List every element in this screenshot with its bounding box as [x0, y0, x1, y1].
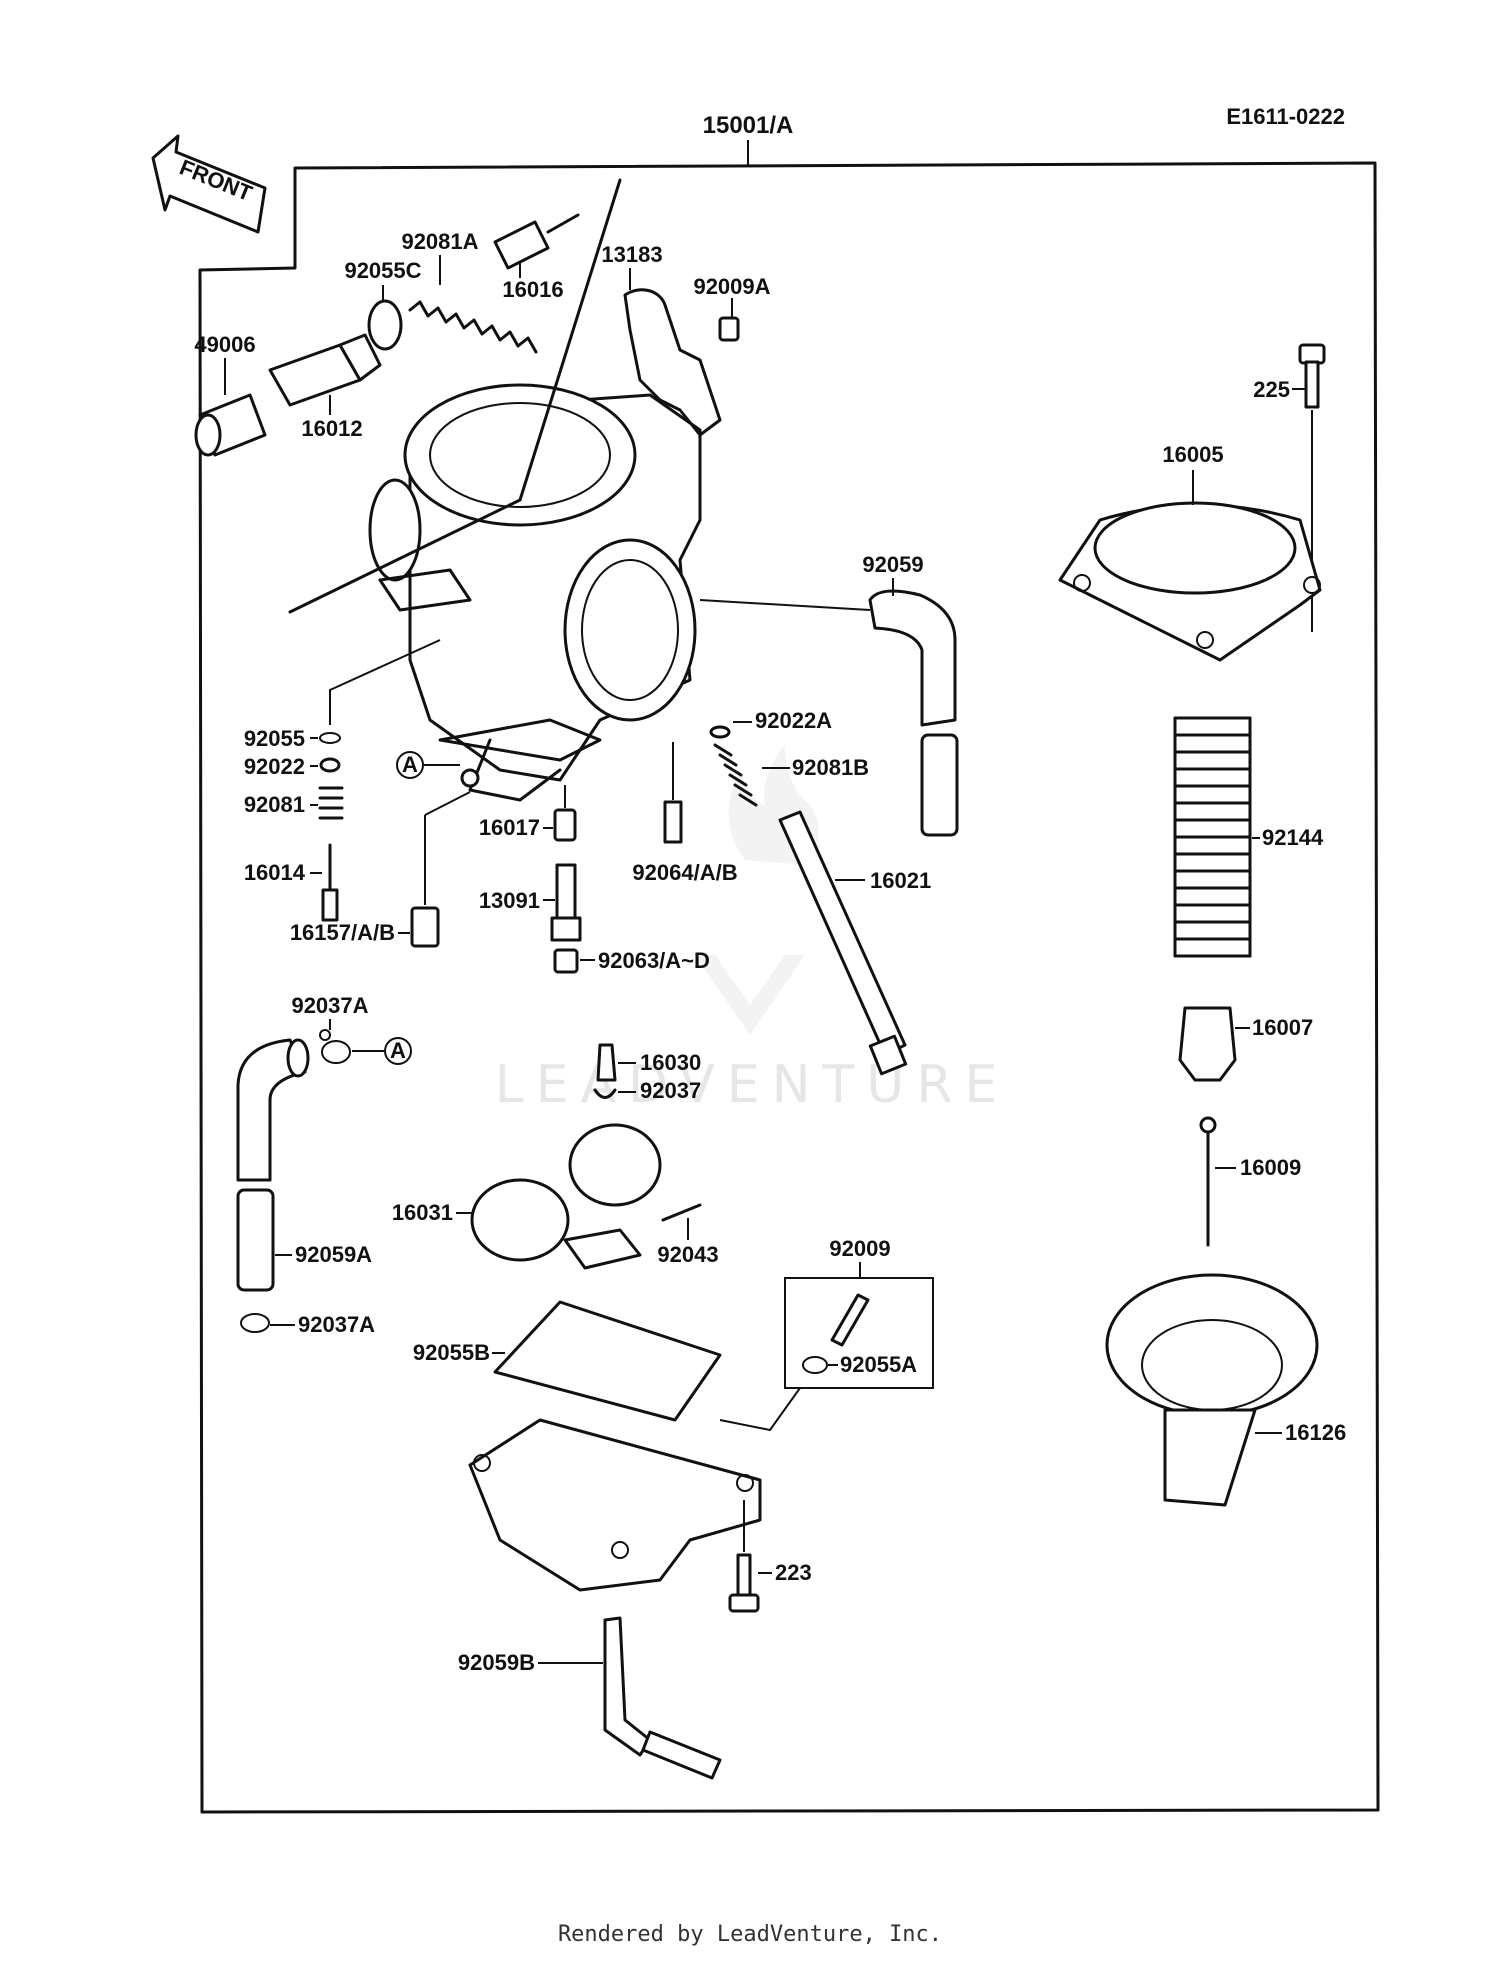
o-ring-92055c: [367, 299, 403, 351]
label-92059b: 92059B: [458, 1650, 535, 1675]
label-223: 223: [775, 1560, 812, 1585]
label-92055c: 92055C: [344, 258, 421, 283]
label-16005: 16005: [1162, 442, 1223, 467]
label-92081: 92081: [244, 792, 305, 817]
watermark-text: LEADVENTURE: [495, 1055, 1010, 1115]
label-92055: 92055: [244, 726, 305, 751]
label-16016: 16016: [502, 277, 563, 302]
needle-jet-13091: [550, 863, 582, 942]
label-16007: 16007: [1252, 1015, 1313, 1040]
label-92081b: 92081B: [792, 755, 869, 780]
clip-92037a-top: [321, 1040, 351, 1064]
drain-screw-223: [728, 1553, 760, 1613]
jet-holder-16017: [553, 808, 577, 842]
footer-credit: Rendered by LeadVenture, Inc.: [557, 1922, 943, 1947]
label-92037: 92037: [640, 1078, 701, 1103]
bolt-225: [1298, 343, 1326, 409]
diagram-code-label: E1611-0222: [1226, 104, 1345, 129]
hose-92059b: [603, 1616, 722, 1780]
washer-92022a: [709, 725, 731, 739]
spring-92081a: [408, 300, 538, 354]
clip-92037: [593, 1088, 617, 1099]
label-13183: 13183: [601, 242, 662, 267]
screw-92009a: [718, 316, 740, 342]
label-13091: 13091: [479, 888, 540, 913]
front-arrow-icon: FRONT: [151, 134, 267, 234]
label-16009: 16009: [1240, 1155, 1301, 1180]
main-jet-92063: [553, 948, 579, 974]
jet-16157: [410, 906, 440, 948]
spring-92081b: [713, 743, 758, 807]
hose-92059: [868, 589, 959, 837]
leader-92009-box: [719, 1387, 801, 1432]
piston-16126: [1105, 1273, 1319, 1507]
spring-92144: [1173, 716, 1252, 958]
svg-text:A: A: [390, 1038, 406, 1063]
label-16012: 16012: [301, 416, 362, 441]
top-cover-16005: [1058, 501, 1322, 662]
o-ring-92055: [319, 732, 341, 744]
label-92081a: 92081A: [401, 229, 478, 254]
label-49006: 49006: [194, 332, 255, 357]
jet-needle-16009: [1199, 1116, 1217, 1247]
float-valve-16030: [596, 1043, 617, 1082]
pin-92043: [661, 1203, 702, 1222]
label-16017: 16017: [479, 815, 540, 840]
assembly-border: [198, 161, 1380, 1814]
float-16031: [470, 1123, 662, 1270]
label-16031: 16031: [392, 1200, 453, 1225]
label-16021: 16021: [870, 868, 931, 893]
gasket-92055b: [493, 1300, 722, 1422]
needle-holder-16007: [1178, 1006, 1237, 1082]
label-16030: 16030: [640, 1050, 701, 1075]
svg-text:A: A: [402, 752, 418, 777]
label-92059: 92059: [862, 552, 923, 577]
label-92043: 92043: [657, 1242, 718, 1267]
throttle-screw-16021: [778, 810, 908, 1076]
leader-16157-b: [424, 791, 471, 816]
label-92022: 92022: [244, 754, 305, 779]
spring-92081: [318, 786, 344, 820]
screw-16014: [321, 843, 339, 922]
washer-92022: [319, 757, 341, 773]
label-92059a: 92059A: [295, 1242, 372, 1267]
label-92009a: 92009A: [693, 274, 770, 299]
label-92022a: 92022A: [755, 708, 832, 733]
assembly-number-label: 15001/A: [703, 112, 794, 139]
label-16014: 16014: [244, 860, 306, 885]
part-labels: 92081A 92055C 16016 13183 92009A 49006 1…: [194, 229, 1346, 1675]
clip-92037a-top-tab: [319, 1029, 331, 1041]
carburetor-body: [288, 178, 702, 802]
label-92055b: 92055B: [413, 1340, 490, 1365]
label-92009: 92009: [829, 1236, 890, 1261]
hose-92059a: [236, 1038, 310, 1292]
label-92063ad: 92063/A~D: [598, 948, 710, 973]
label-92064ab: 92064/A/B: [632, 860, 737, 885]
bracket-13183: [623, 288, 722, 437]
cap-49006: [194, 393, 267, 457]
body-16012: [268, 333, 382, 407]
o-ring-92055a: [802, 1356, 828, 1374]
callout-a-upper: A: [396, 751, 424, 779]
screw-92009: [830, 1293, 870, 1347]
leadventure-flame-logo: [695, 745, 819, 1035]
pilot-screw-16016: [493, 213, 580, 270]
label-92037a-top: 92037A: [291, 993, 368, 1018]
label-225: 225: [1253, 377, 1290, 402]
label-92037a-bottom: 92037A: [298, 1312, 375, 1337]
label-92144: 92144: [1262, 825, 1324, 850]
callout-a-lower: A: [384, 1037, 412, 1065]
label-92055a: 92055A: [840, 1352, 917, 1377]
float-bowl: [468, 1418, 762, 1592]
label-16157ab: 16157/A/B: [290, 920, 395, 945]
leader-lines: [224, 255, 1305, 1664]
clip-92037a-bottom: [240, 1313, 270, 1333]
label-16126: 16126: [1285, 1420, 1346, 1445]
pilot-jet-92064: [663, 742, 683, 844]
